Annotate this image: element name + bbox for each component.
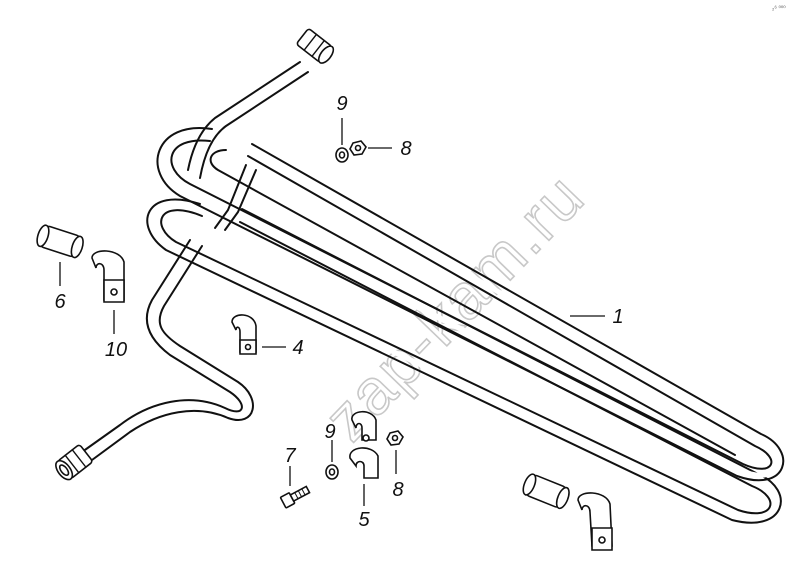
top-fitting-nut <box>296 28 335 64</box>
washer-part-9-bottom <box>325 464 339 480</box>
label-part-8-bottom: 8 <box>392 479 403 501</box>
label-part-1: 1 <box>612 306 623 328</box>
label-part-4: 4 <box>292 337 303 359</box>
bolt-part-7 <box>279 485 311 509</box>
nut-part-8-bottom <box>386 430 404 446</box>
svg-text:zap-kam.ru: zap-kam.ru <box>310 159 598 454</box>
sleeve-right <box>522 473 570 510</box>
label-part-9-bottom: 9 <box>324 421 335 443</box>
label-part-7: 7 <box>284 445 296 467</box>
clamp-part-4 <box>231 314 257 355</box>
bottom-fitting-nut <box>55 444 93 481</box>
clamp-part-10 <box>91 250 125 303</box>
nut-part-8-top <box>349 140 367 156</box>
label-part-5: 5 <box>358 509 370 531</box>
sleeve-part-6 <box>36 224 84 259</box>
tube-coil <box>81 61 785 524</box>
leader-lines <box>59 118 605 506</box>
clamp-part-5 <box>349 410 379 479</box>
corner-mark: ₂⁶ ⁰⁰⁰ <box>772 5 786 12</box>
clamp-right <box>577 492 613 551</box>
washer-part-9-top <box>335 147 349 163</box>
label-part-8-top: 8 <box>400 138 411 160</box>
label-part-9-top: 9 <box>336 93 347 115</box>
watermark: zap-kam.ru <box>309 159 599 455</box>
label-part-6: 6 <box>54 291 66 313</box>
label-part-10: 10 <box>105 339 127 361</box>
